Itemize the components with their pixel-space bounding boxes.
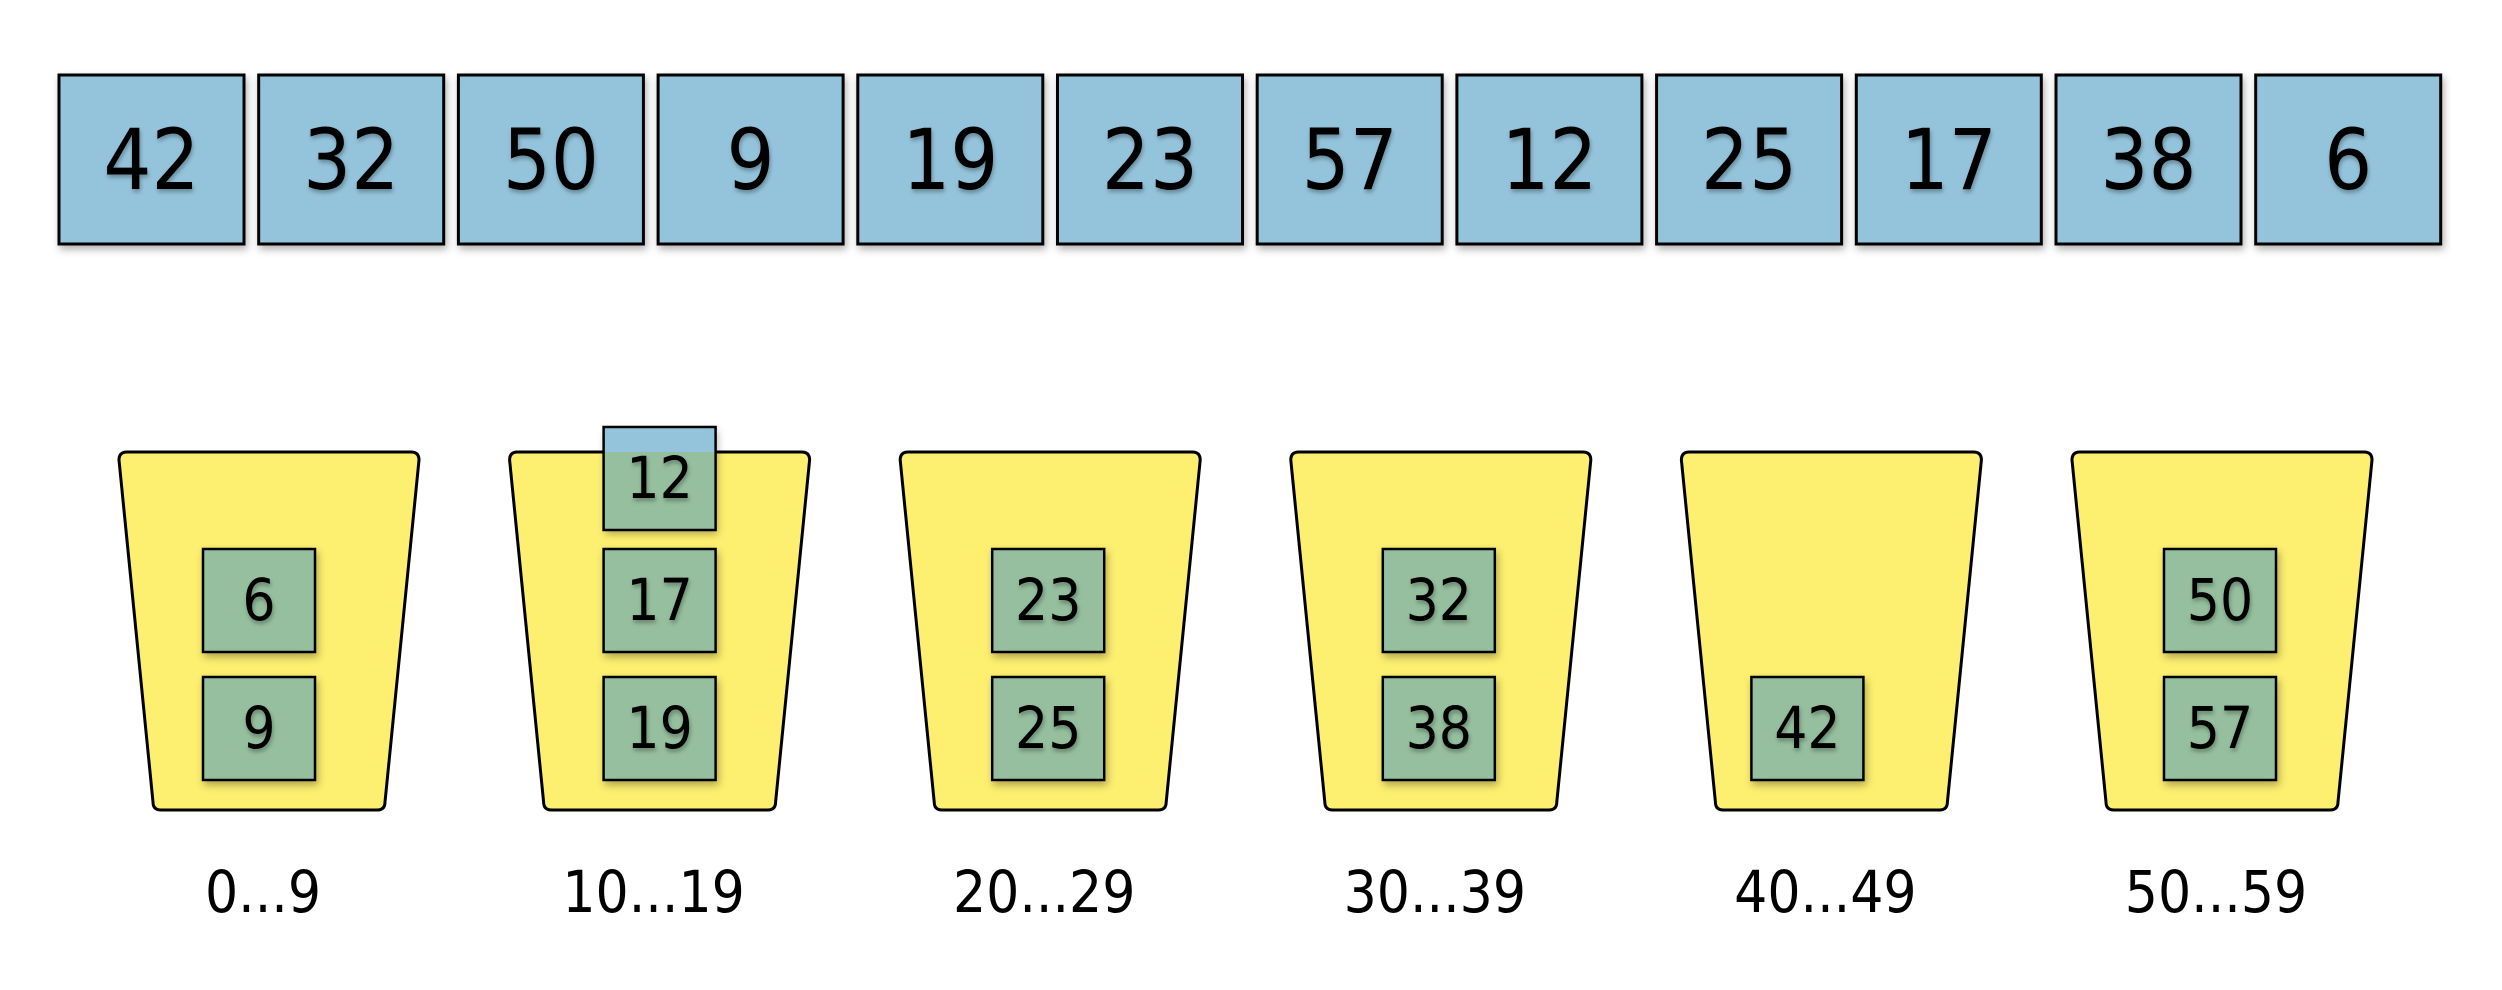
bucket-item-box xyxy=(1381,675,1497,782)
bucket-item-value: 42 xyxy=(1774,694,1840,762)
array-cell: 38 xyxy=(2054,73,2243,246)
bucket-item-value: 25 xyxy=(1015,694,1081,762)
bucket-range-label: 10...19 xyxy=(562,858,744,926)
bucket-item: 42 xyxy=(1750,675,1865,782)
array-cell-value: 32 xyxy=(303,111,399,209)
bucket-item-value: 6 xyxy=(242,566,275,634)
bucket-item-value: 32 xyxy=(1406,566,1472,634)
bucket-item: 38 xyxy=(1381,675,1497,782)
bucket-item-box xyxy=(1750,675,1865,782)
bucket-item-box xyxy=(602,675,717,782)
bucket-item: 32 xyxy=(1381,547,1497,654)
bucket-range-label: 20...29 xyxy=(953,858,1135,926)
bucket-item: 6 xyxy=(201,547,317,654)
array-cell-box xyxy=(257,73,446,246)
array-cell-box xyxy=(856,73,1045,246)
bucket-item-box xyxy=(201,675,317,782)
bucket-range-label: 40...49 xyxy=(1734,858,1916,926)
array-cell-box xyxy=(57,73,246,246)
bucket: 32 38 30...39 xyxy=(1289,450,1593,926)
bucket-item-value: 9 xyxy=(242,694,275,762)
bucket-item-value: 38 xyxy=(1406,694,1472,762)
bucket-item-value: 19 xyxy=(626,694,692,762)
bucket-item: 57 xyxy=(2162,675,2278,782)
array-cell-box xyxy=(1056,73,1244,246)
array-cell-value: 42 xyxy=(103,111,199,209)
array-cell-box xyxy=(1255,73,1444,246)
array-cell: 57 xyxy=(1255,73,1444,246)
input-array: 42 32 50 9 19 23 57 12 25 17 38 6 xyxy=(57,73,2443,246)
array-cell: 19 xyxy=(856,73,1045,246)
bucket-item-value: 12 xyxy=(626,444,692,512)
array-cell: 9 xyxy=(656,73,845,246)
bucket-item-box xyxy=(1381,547,1497,654)
bucket-item-value: 17 xyxy=(626,566,692,634)
array-cell: 17 xyxy=(1854,73,2043,246)
array-cell: 42 xyxy=(57,73,246,246)
bucket: 42 40...49 xyxy=(1679,450,1983,926)
array-cell-value: 57 xyxy=(1302,111,1398,209)
bucket-item: 12 xyxy=(602,425,717,532)
array-cell-value: 9 xyxy=(727,111,775,209)
bucket-item-box xyxy=(2162,547,2278,654)
array-cell: 23 xyxy=(1056,73,1244,246)
array-cell-box xyxy=(1655,73,1844,246)
bucket: 12 17 19 10...19 xyxy=(508,425,812,926)
bucket-range-label: 0...9 xyxy=(205,858,321,926)
bucket-item: 19 xyxy=(602,675,717,782)
bucket-item-value: 23 xyxy=(1015,566,1081,634)
bucket-item-value: 57 xyxy=(2187,694,2253,762)
bucket-item: 17 xyxy=(602,547,717,654)
incoming-item-outline xyxy=(602,425,717,532)
array-cell-box xyxy=(1455,73,1644,246)
bucket: 6 9 0...9 xyxy=(117,450,421,926)
array-cell-value: 38 xyxy=(2100,111,2196,209)
bucket-item-box xyxy=(201,547,317,654)
bucket-item: 9 xyxy=(201,675,317,782)
array-cell: 12 xyxy=(1455,73,1644,246)
array-cell: 6 xyxy=(2254,73,2443,246)
buckets: 6 9 0...9 12 17 19 10...19 23 25 20...29 32 38 30...… xyxy=(117,425,2374,926)
array-cell: 50 xyxy=(456,73,645,246)
bucket: 23 25 20...29 xyxy=(898,450,1202,926)
bucket-range-label: 30...39 xyxy=(1344,858,1526,926)
array-cell-value: 23 xyxy=(1102,111,1198,209)
array-cell-value: 12 xyxy=(1501,111,1597,209)
bucket-item-box xyxy=(2162,675,2278,782)
array-cell-value: 17 xyxy=(1901,111,1997,209)
array-cell-box xyxy=(656,73,845,246)
incoming-item-overlap xyxy=(603,452,716,530)
array-cell-value: 6 xyxy=(2324,111,2372,209)
array-cell-box xyxy=(456,73,645,246)
array-cell-box xyxy=(2254,73,2443,246)
bucket-item-value: 50 xyxy=(2187,566,2253,634)
array-cell-value: 50 xyxy=(503,111,599,209)
bucket-item-box xyxy=(602,547,717,654)
bucket-item: 50 xyxy=(2162,547,2278,654)
array-cell-box xyxy=(1854,73,2043,246)
bucket: 50 57 50...59 xyxy=(2070,450,2374,926)
array-cell-box xyxy=(2054,73,2243,246)
array-cell-value: 19 xyxy=(902,111,998,209)
bucket-item-box xyxy=(990,675,1106,782)
bucket-item: 23 xyxy=(990,547,1106,654)
bucket-item-box xyxy=(990,547,1106,654)
array-cell: 32 xyxy=(257,73,446,246)
bucket-item: 25 xyxy=(990,675,1106,782)
bucket-range-label: 50...59 xyxy=(2125,858,2307,926)
array-cell-value: 25 xyxy=(1701,111,1797,209)
array-cell: 25 xyxy=(1655,73,1844,246)
